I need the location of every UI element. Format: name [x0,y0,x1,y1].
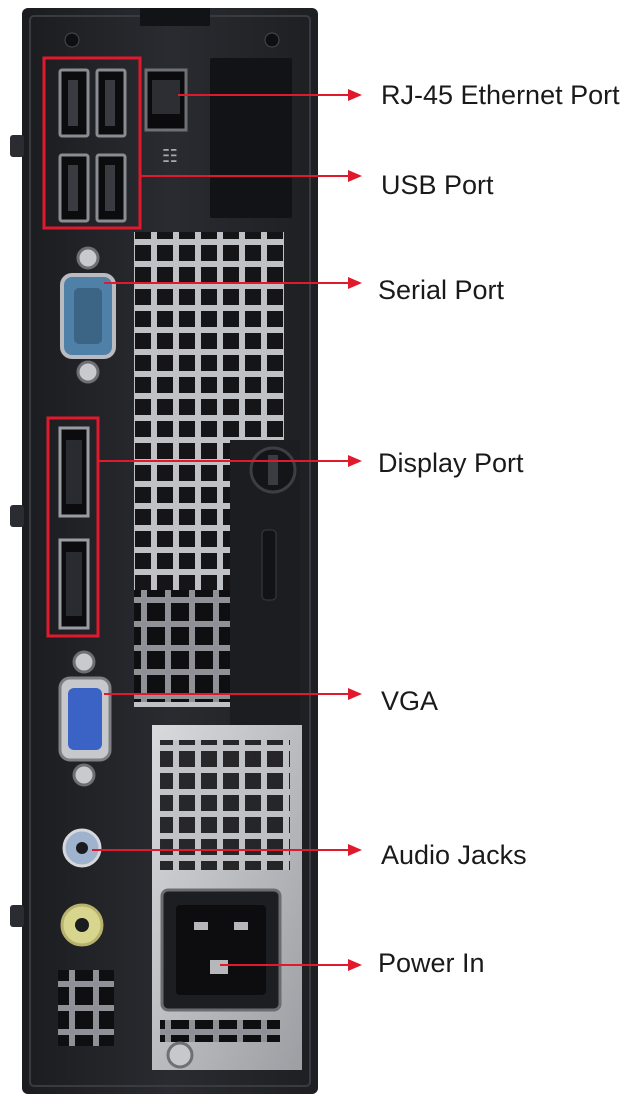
callout-leaders [92,89,362,971]
label-power: Power In [378,948,485,978]
label-usb: USB Port [381,170,494,200]
label-audio: Audio Jacks [381,840,527,870]
callout-boxes [42,56,142,638]
leader-power [220,959,362,971]
vga-port [58,650,112,787]
lower-vents [58,970,114,1046]
leader-usb [140,170,362,182]
latch-knob [249,446,297,601]
label-serial: Serial Port [378,275,505,305]
serial-port [60,246,116,384]
usb-ports [58,68,127,223]
leader-display [98,455,362,467]
label-vga: VGA [381,686,439,716]
power-supply [152,725,302,1070]
leader-audio [92,844,362,856]
leader-vga [104,688,362,700]
svg-text:☷: ☷ [162,146,178,167]
leader-ethernet [178,89,362,101]
label-ethernet: RJ-45 Ethernet Port [381,80,620,110]
leader-serial [104,277,362,289]
label-display: Display Port [378,448,524,478]
audio-jacks [60,828,104,947]
ethernet-block: ☷ [144,58,292,218]
display-ports [58,426,90,630]
